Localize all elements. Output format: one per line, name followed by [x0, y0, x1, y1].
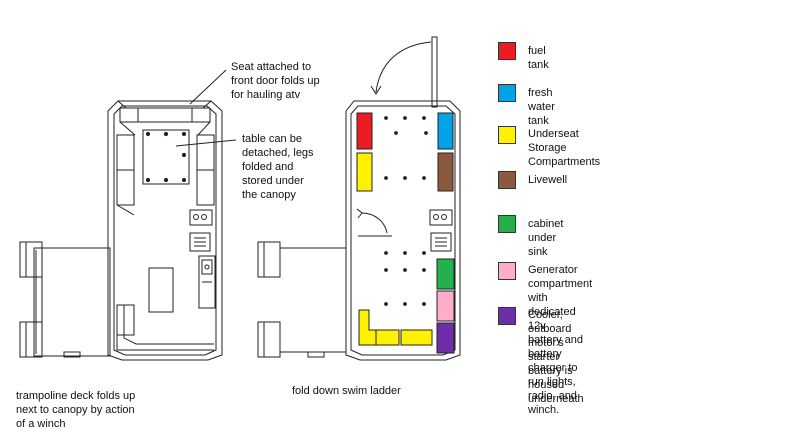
swim-ladder-note: fold down swim ladder [292, 385, 401, 397]
legend-label: Cooler, outboard motor's starter battery… [528, 309, 584, 405]
cabinet-under-sink-compartment [436, 258, 455, 290]
right-deck-dots [384, 116, 428, 306]
right-side-platforms [257, 241, 346, 358]
fuel-tank-swatch [498, 42, 516, 60]
trampoline-note: trampoline deck folds up next to canopy … [16, 390, 136, 430]
table-note: table can be detached, legs folded and s… [242, 133, 314, 201]
legend-label: fuel tank [528, 45, 549, 71]
right-helm [429, 209, 453, 252]
left-boat-outline [107, 100, 223, 361]
left-aft-table [148, 267, 174, 313]
left-front-seat [119, 107, 211, 136]
left-table [142, 129, 190, 185]
livewell-swatch [498, 171, 516, 189]
left-sink-counter [198, 255, 216, 309]
underseat-storage-aft-1 [375, 329, 400, 346]
legend-label: Underseat Storage Compartments [528, 128, 601, 168]
right-boat-outline [345, 100, 461, 361]
cabin-door-swing [356, 208, 392, 237]
underseat-storage-front [356, 152, 373, 192]
livewell-compartment [437, 152, 454, 192]
front-door [370, 36, 438, 108]
left-aft-seat [116, 304, 214, 351]
cooler-compartment [436, 322, 455, 354]
left-side-seats [116, 134, 215, 216]
underseat-storage-aft-corner [358, 309, 377, 346]
cabinet-under-sink-swatch [498, 215, 516, 233]
compartments [356, 112, 455, 354]
fuel-tank-compartment [356, 112, 373, 150]
fresh-water-tank-swatch [498, 84, 516, 102]
trampoline-deck [19, 241, 111, 358]
left-helm [189, 209, 213, 252]
generator-compartment [436, 290, 455, 322]
table-pointer-line [175, 139, 237, 147]
right-swim-ladder [307, 351, 325, 358]
left-swim-ladder [63, 351, 81, 358]
legend-label: fresh water tank [528, 87, 555, 127]
legend-label: Generator compartment with dedicated 12v… [528, 264, 593, 416]
cooler-swatch [498, 307, 516, 325]
seat-pointer-line [189, 69, 227, 105]
legend-label: cabinet under sink [528, 218, 564, 258]
underseat-storage-aft-2 [400, 329, 433, 346]
legend-label: Livewell [528, 174, 568, 186]
generator-swatch [498, 262, 516, 280]
fresh-water-tank-compartment [437, 112, 454, 150]
underseat-storage-swatch [498, 126, 516, 144]
seat-note: Seat attached to front door folds up for… [231, 61, 320, 101]
